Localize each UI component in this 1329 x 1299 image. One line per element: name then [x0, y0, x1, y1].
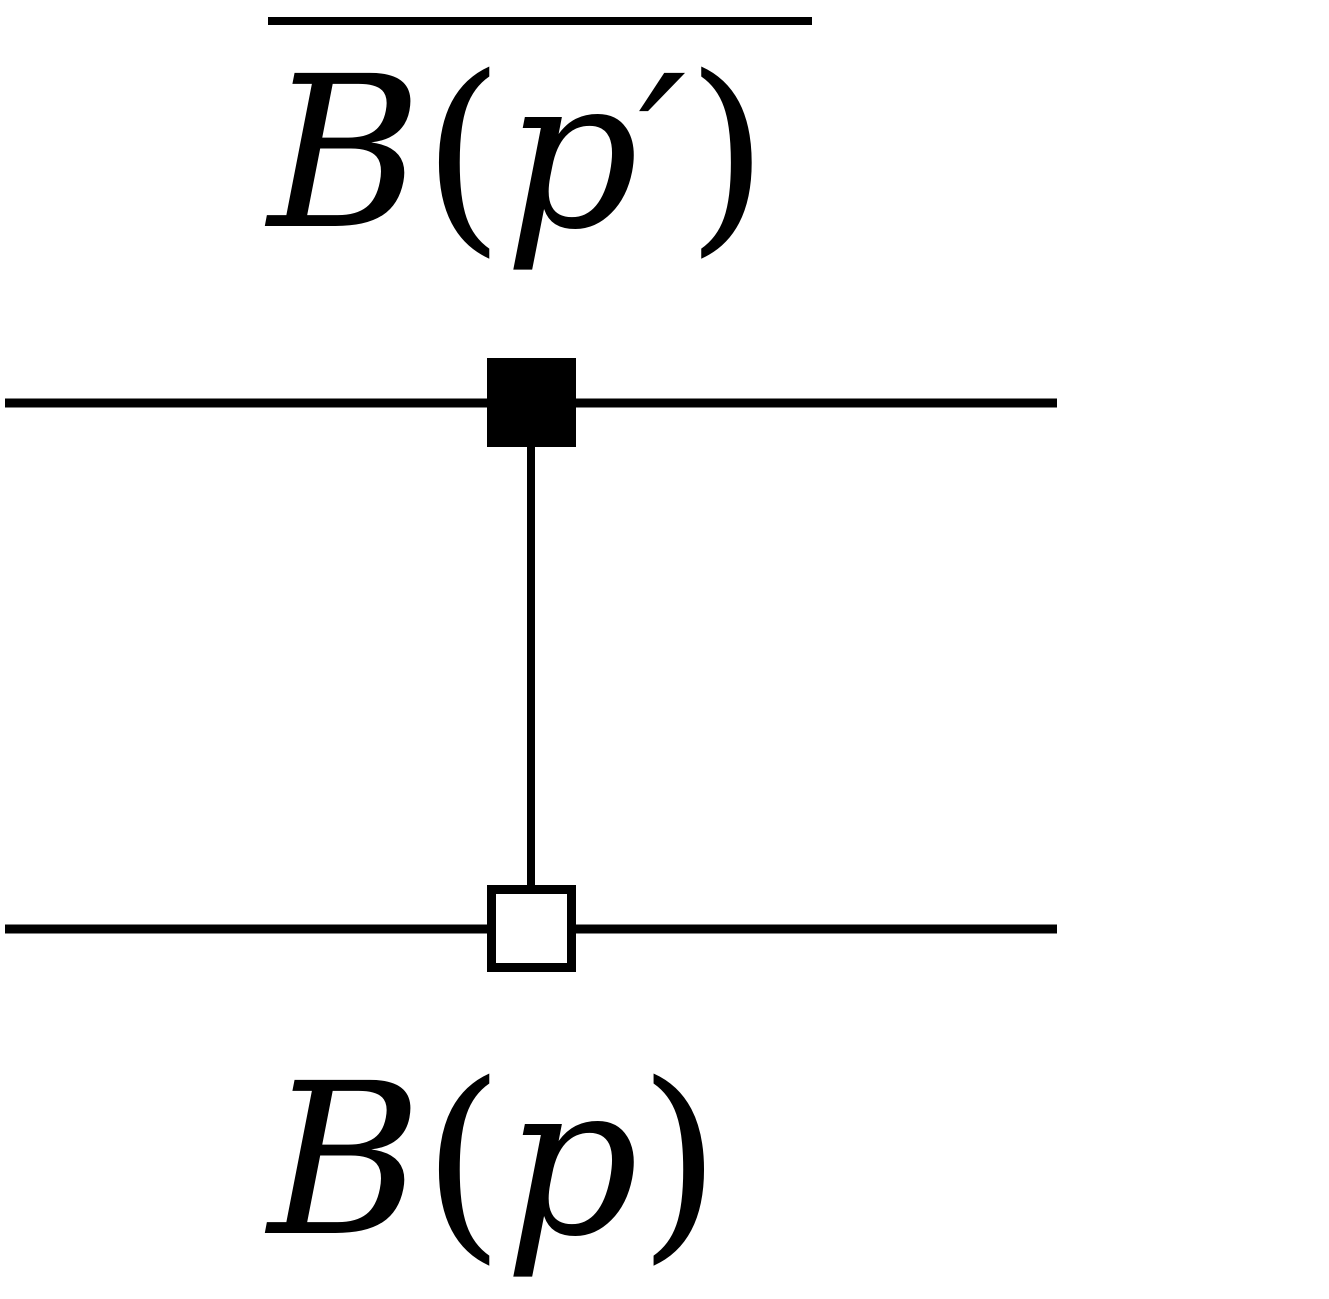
bottom-label-base: B	[264, 1038, 422, 1283]
bottom-label: B(p)	[264, 1038, 721, 1283]
top-label-base: B	[264, 31, 422, 276]
top-label-open-paren: (	[422, 31, 504, 276]
filled-control-square	[487, 358, 576, 447]
open-control-square	[487, 885, 576, 972]
top-label: B(p′)	[264, 31, 768, 276]
bottom-label-open-paren: (	[422, 1038, 504, 1283]
top-label-argument: p′	[504, 31, 686, 276]
bottom-label-close-paren: )	[639, 1038, 721, 1283]
bottom-label-argument: p	[504, 1038, 638, 1283]
top-label-close-paren: )	[686, 31, 768, 276]
